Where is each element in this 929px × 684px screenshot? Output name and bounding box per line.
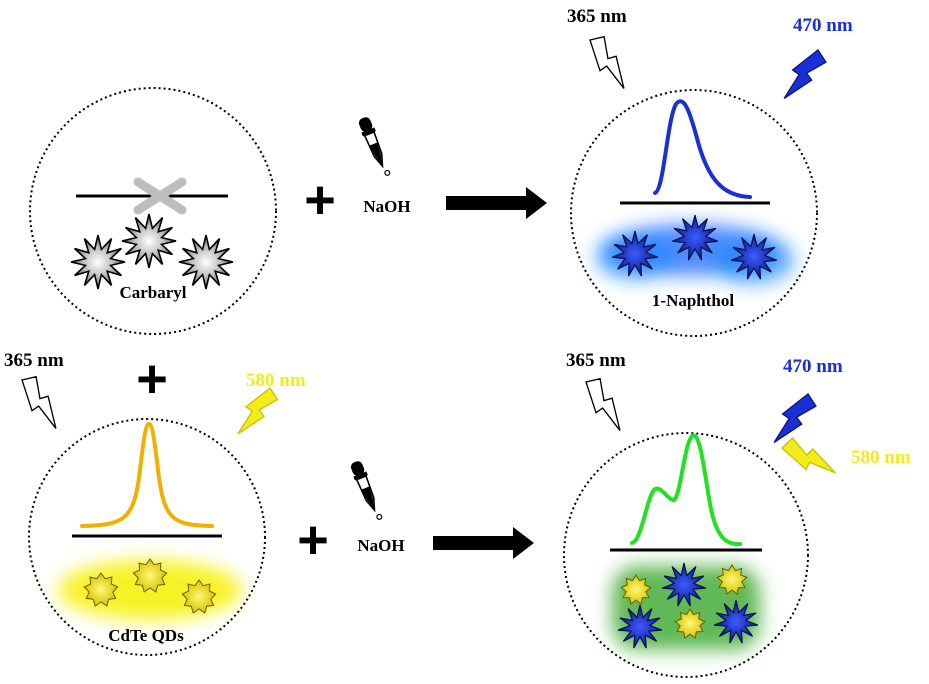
naphthol-label: 1-Naphthol — [652, 291, 734, 310]
spiky-star-icon — [713, 599, 759, 644]
spiky-star-icon — [178, 234, 234, 290]
lightning-bolt-icon — [237, 387, 279, 435]
spiky-star-icon — [620, 574, 652, 606]
lightning-bolt-icon — [783, 49, 827, 99]
mixed-particles — [617, 562, 759, 649]
emission-label-580-left: 580 nm — [246, 370, 306, 391]
sample-circle — [563, 432, 809, 678]
carbaryl-molecules — [70, 213, 234, 290]
plus-sign-bottom: + — [297, 510, 329, 570]
carbaryl-label: Carbaryl — [119, 283, 186, 302]
dropper-icon — [350, 461, 383, 520]
cdte-label: CdTe QDs — [108, 626, 184, 645]
panel-naphthol: 1-Naphthol — [570, 89, 818, 337]
excitation-label-top-right: 365 nm — [567, 6, 627, 27]
sample-circle — [570, 89, 818, 337]
emission-peak-580 — [80, 421, 214, 528]
spiky-star-icon — [661, 562, 707, 607]
emission-label-470-top: 470 nm — [793, 15, 853, 36]
lightning-bolt-icon — [21, 375, 57, 429]
spiky-star-icon — [617, 604, 663, 649]
emission-label-580-bottom: 580 nm — [851, 447, 911, 468]
panel-mixed — [563, 432, 809, 678]
spiky-star-icon — [132, 558, 168, 593]
quantum-dots — [83, 558, 217, 614]
reaction-arrow-bottom-icon — [433, 527, 534, 559]
sample-circle — [28, 418, 266, 656]
spiky-star-icon — [611, 230, 659, 277]
excitation-label-bottom-left: 365 nm — [4, 350, 64, 371]
plus-sign-middle: + — [136, 349, 168, 409]
emission-peak-470 — [653, 99, 752, 199]
reagent-naoh-bottom: NaOH — [357, 536, 404, 555]
cross-mark-icon — [133, 177, 187, 215]
light-bolts — [21, 35, 837, 474]
spiky-star-icon — [671, 214, 719, 261]
lightning-bolt-icon — [589, 35, 625, 89]
spiky-star-icon — [121, 213, 177, 269]
panel-carbaryl: Carbaryl — [29, 87, 277, 335]
dropper-icon — [358, 117, 391, 176]
emission-label-470-bottom: 470 nm — [783, 356, 843, 377]
panel-cdte: CdTe QDs — [28, 418, 266, 656]
lightning-bolt-icon — [773, 393, 817, 443]
reaction-arrow-top-icon — [446, 187, 547, 219]
sample-circle — [29, 87, 277, 335]
spiky-star-icon — [83, 572, 119, 607]
excitation-label-bottom-right: 365 nm — [566, 350, 626, 371]
spiky-star-icon — [181, 579, 217, 614]
plus-sign-top: + — [304, 170, 336, 230]
spiky-star-icon — [716, 564, 748, 596]
reagent-naoh-top: NaOH — [363, 197, 410, 216]
lightning-bolt-icon — [781, 437, 837, 474]
naphthol-molecules — [611, 214, 778, 280]
lightning-bolt-icon — [585, 377, 621, 431]
spiky-star-icon — [70, 234, 126, 290]
spiky-star-icon — [730, 233, 778, 280]
spiky-star-icon — [674, 608, 706, 640]
emission-peak-dual — [630, 433, 742, 547]
